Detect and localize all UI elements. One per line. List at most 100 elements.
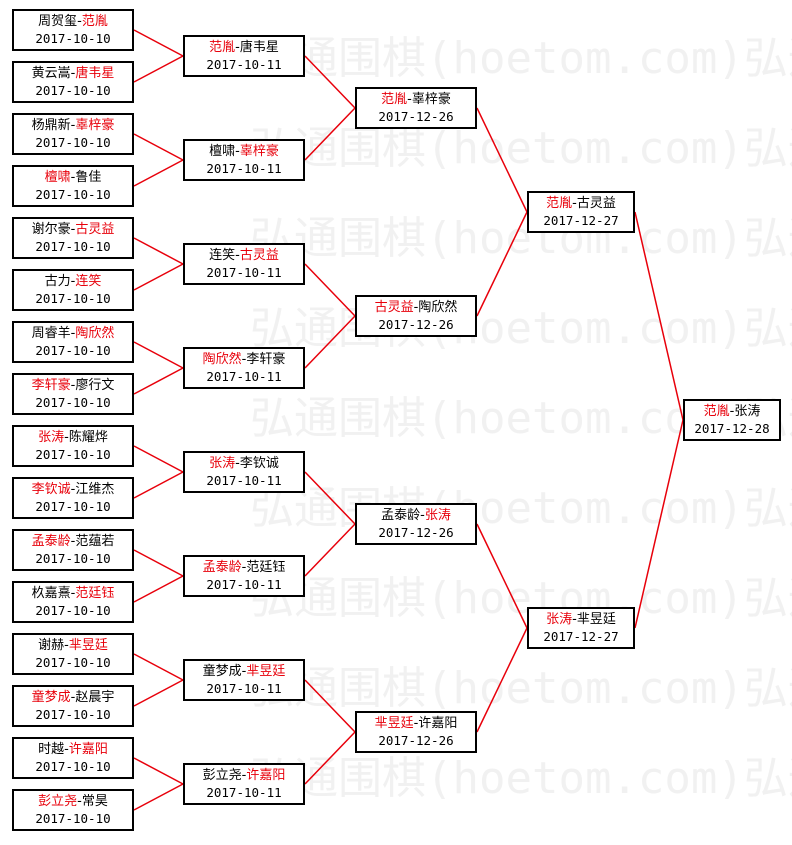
winner-name: 范胤 bbox=[209, 40, 236, 55]
connector-line bbox=[133, 55, 184, 83]
connector-line bbox=[476, 523, 528, 629]
player-name: 时越 bbox=[38, 742, 65, 757]
winner-name: 范胤 bbox=[703, 404, 730, 419]
player-name: 芈昱廷 bbox=[576, 612, 616, 627]
connector-line bbox=[304, 523, 356, 577]
connector-line bbox=[476, 211, 528, 317]
player-name: 唐韦星 bbox=[239, 40, 279, 55]
winner-name: 檀啸 bbox=[44, 170, 71, 185]
match-players: 檀啸-辜梓豪 bbox=[209, 143, 279, 160]
vs-dash: - bbox=[413, 300, 419, 315]
connector-line bbox=[133, 445, 184, 473]
connector-line bbox=[133, 575, 184, 603]
winner-name: 许嘉阳 bbox=[246, 768, 286, 783]
player-name: 常昊 bbox=[81, 794, 108, 809]
match-date: 2017-10-11 bbox=[206, 681, 282, 696]
winner-name: 芈昱廷 bbox=[68, 638, 108, 653]
match-players: 范胤-辜梓豪 bbox=[381, 91, 451, 108]
player-name: 杨鼎新 bbox=[31, 118, 71, 133]
match-players: 孟泰龄-范廷钰 bbox=[203, 559, 286, 576]
match-players: 范胤-张涛 bbox=[704, 403, 761, 420]
match-date: 2017-10-10 bbox=[35, 551, 111, 566]
match-date: 2017-12-28 bbox=[694, 421, 770, 436]
player-name: 檀啸 bbox=[209, 144, 236, 159]
vs-dash: - bbox=[70, 118, 76, 133]
winner-name: 辜梓豪 bbox=[75, 118, 115, 133]
vs-dash: - bbox=[235, 144, 240, 159]
player-name: 范蕴若 bbox=[75, 534, 115, 549]
player-name: 江维杰 bbox=[75, 482, 115, 497]
match-players: 连笑-古灵益 bbox=[209, 247, 279, 264]
connector-line bbox=[133, 133, 184, 161]
match-players: 张涛-陈耀烨 bbox=[38, 429, 108, 446]
match-date: 2017-12-27 bbox=[543, 629, 619, 644]
connector-line bbox=[133, 679, 184, 707]
match-players: 张涛-芈昱廷 bbox=[546, 611, 616, 628]
connector-line bbox=[304, 263, 356, 317]
player-name: 古灵益 bbox=[576, 196, 616, 211]
vs-dash: - bbox=[70, 378, 76, 393]
match-players: 古力-连笑 bbox=[45, 273, 102, 290]
match-date: 2017-10-10 bbox=[35, 811, 111, 826]
vs-dash: - bbox=[729, 404, 735, 419]
winner-name: 范廷钰 bbox=[75, 586, 115, 601]
match-players: 陶欣然-李轩豪 bbox=[203, 351, 286, 368]
vs-dash: - bbox=[235, 248, 240, 263]
player-name: 古力 bbox=[44, 274, 71, 289]
connector-line bbox=[133, 471, 184, 499]
match-date: 2017-12-27 bbox=[543, 213, 619, 228]
connector-line bbox=[133, 159, 184, 187]
match-date: 2017-10-10 bbox=[35, 707, 111, 722]
match-date: 2017-10-10 bbox=[35, 291, 111, 306]
connector-line bbox=[133, 549, 184, 577]
winner-name: 张涛 bbox=[546, 612, 573, 627]
winner-name: 孟泰龄 bbox=[202, 560, 242, 575]
match-players: 孟泰龄-范蕴若 bbox=[32, 533, 115, 550]
player-name: 周贺玺 bbox=[38, 14, 78, 29]
player-name: 范廷钰 bbox=[246, 560, 286, 575]
match-date: 2017-10-11 bbox=[206, 577, 282, 592]
player-name: 赵晨宇 bbox=[75, 690, 115, 705]
connector-line bbox=[133, 783, 184, 811]
winner-name: 范胤 bbox=[81, 14, 108, 29]
player-name: 谢尔豪 bbox=[31, 222, 71, 237]
match-players: 李钦诚-江维杰 bbox=[32, 481, 115, 498]
match-date: 2017-10-10 bbox=[35, 343, 111, 358]
winner-name: 连笑 bbox=[75, 274, 102, 289]
connector-line bbox=[304, 679, 356, 733]
connector-line bbox=[133, 367, 184, 395]
match-box: 杨鼎新-辜梓豪 2017-10-10 bbox=[12, 113, 134, 155]
player-name: 陈耀烨 bbox=[68, 430, 108, 445]
match-date: 2017-10-10 bbox=[35, 655, 111, 670]
match-date: 2017-10-11 bbox=[206, 473, 282, 488]
match-players: 芈昱廷-许嘉阳 bbox=[375, 715, 458, 732]
player-name: 辜梓豪 bbox=[411, 92, 451, 107]
match-date: 2017-10-11 bbox=[206, 161, 282, 176]
vs-dash: - bbox=[70, 170, 76, 185]
winner-name: 孟泰龄 bbox=[31, 534, 71, 549]
match-players: 黄云嵩-唐韦星 bbox=[32, 65, 115, 82]
vs-dash: - bbox=[77, 14, 82, 29]
vs-dash: - bbox=[70, 482, 76, 497]
match-date: 2017-10-10 bbox=[35, 499, 111, 514]
match-date: 2017-10-10 bbox=[35, 135, 111, 150]
player-name: 鲁佳 bbox=[75, 170, 102, 185]
match-players: 时越-许嘉阳 bbox=[38, 741, 108, 758]
player-name: 谢赫 bbox=[38, 638, 65, 653]
winner-name: 陶欣然 bbox=[75, 326, 115, 341]
vs-dash: - bbox=[572, 196, 577, 211]
